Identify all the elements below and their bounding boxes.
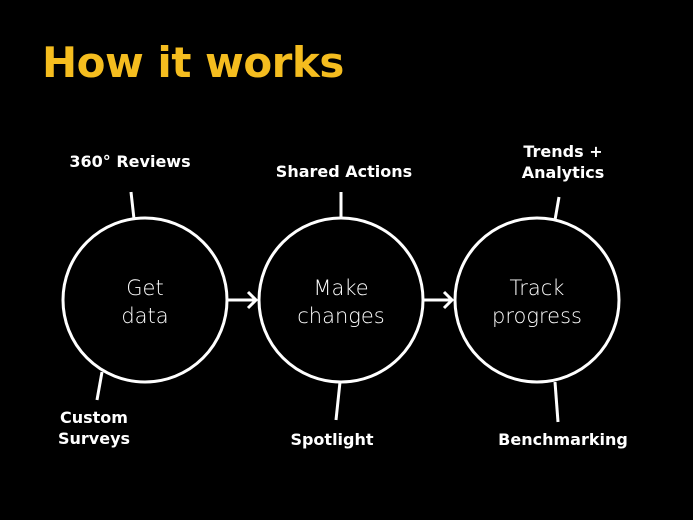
step-label: Track (510, 276, 565, 300)
label-shared-actions: Shared Actions (276, 162, 412, 181)
step-circle-make-changes (257, 216, 425, 384)
connector-line (129, 191, 136, 220)
step-label: changes (297, 304, 385, 328)
step-label: Get (126, 276, 163, 300)
step-circle-get-data (61, 216, 229, 384)
connector-line (553, 196, 561, 221)
label-360-reviews: 360° Reviews (69, 152, 190, 171)
step-circle-track-progress (453, 216, 621, 384)
arrow-icon (423, 290, 455, 310)
label-trends-analytics: Analytics (522, 163, 605, 182)
label-benchmarking: Benchmarking (498, 430, 628, 449)
connector-line (95, 371, 104, 401)
connector-line (334, 381, 342, 421)
label-custom-surveys: Custom (60, 408, 128, 427)
slide-title: How it works (42, 38, 344, 87)
label-spotlight: Spotlight (290, 430, 373, 449)
label-trends-analytics: Trends + (523, 142, 602, 161)
step-label: progress (492, 304, 582, 328)
connector-line (553, 381, 560, 423)
label-custom-surveys: Surveys (58, 429, 130, 448)
step-label: Make (313, 276, 368, 300)
step-label: data (121, 304, 168, 328)
arrow-icon (227, 290, 259, 310)
